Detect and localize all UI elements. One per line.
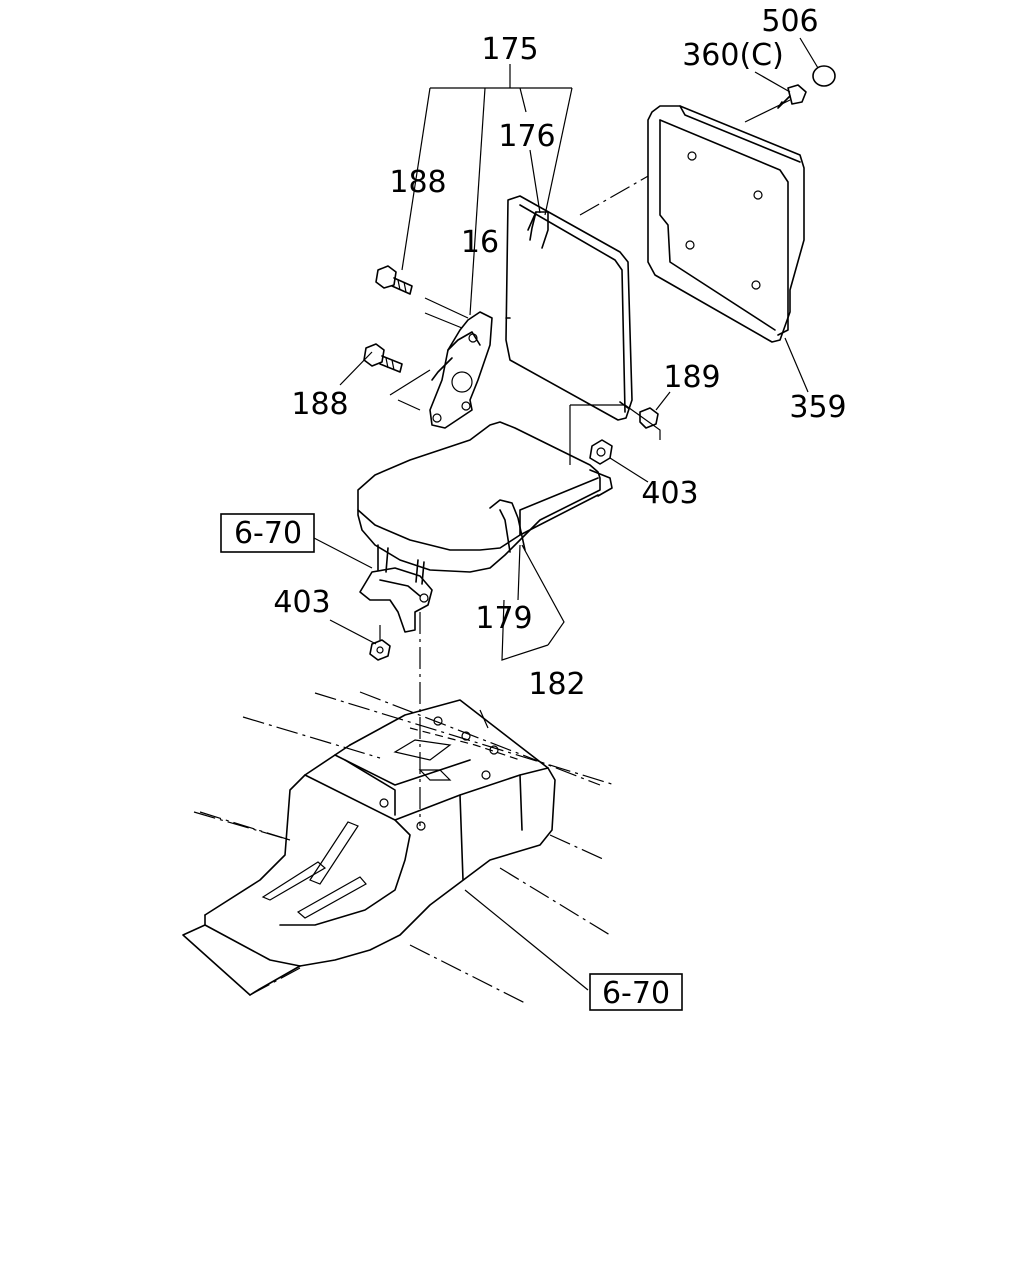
label-182: 182 <box>528 667 585 702</box>
screw-360c <box>777 84 807 109</box>
label-176: 176 <box>498 119 555 154</box>
reference-label-bottom: 6-70 <box>602 976 670 1011</box>
label-403-left: 403 <box>273 585 330 620</box>
label-189: 189 <box>663 360 720 395</box>
hinge-bracket <box>389 297 493 429</box>
label-360c: 360(C) <box>682 38 784 73</box>
reference-box-bottom[interactable]: 6-70 <box>589 973 683 1011</box>
mount-bracket <box>359 544 433 826</box>
label-403-right: 403 <box>641 476 698 511</box>
label-188-lower: 188 <box>291 387 348 422</box>
reference-box-top[interactable]: 6-70 <box>220 513 315 553</box>
callout-labels: 175 176 188 16 188 506 360(C) 189 359 40… <box>273 4 846 702</box>
nut-189 <box>639 407 659 429</box>
leader-lines <box>313 37 819 991</box>
label-359: 359 <box>789 390 846 425</box>
floor-console <box>182 691 616 1004</box>
label-16: 16 <box>461 225 499 260</box>
label-506: 506 <box>761 4 818 39</box>
reference-label-top: 6-70 <box>234 516 302 551</box>
label-188-upper: 188 <box>389 165 446 200</box>
label-175: 175 <box>481 32 538 67</box>
seat-cushion <box>357 421 613 573</box>
seat-back <box>505 154 686 421</box>
nut-403-left <box>369 625 391 661</box>
label-179: 179 <box>475 601 532 636</box>
bolt-188-lower <box>363 343 403 373</box>
cap-506 <box>812 65 836 87</box>
back-pad <box>647 105 805 343</box>
bolt-188-upper <box>375 265 413 295</box>
